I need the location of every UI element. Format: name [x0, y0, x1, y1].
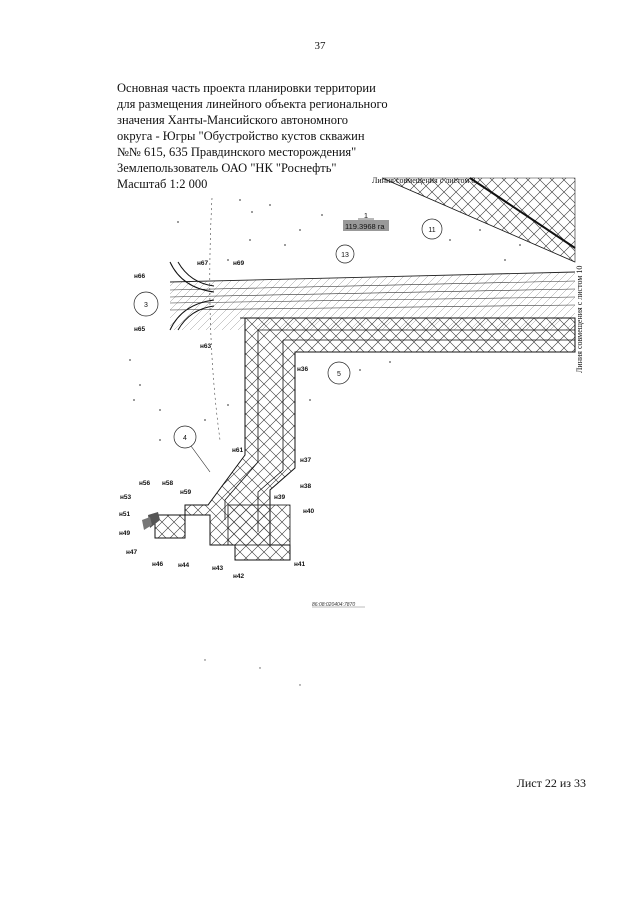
header-line: округа - Югры "Обустройство кустов скваж…: [117, 129, 365, 143]
point-label: н67: [197, 260, 209, 267]
header-line: для размещения линейного объекта региона…: [117, 97, 388, 111]
header-line: №№ 615, 635 Правдинского месторождения": [117, 145, 357, 159]
parcel-number: 1: [364, 211, 368, 220]
point-label: н40: [303, 508, 315, 515]
circle-number: 5: [337, 371, 341, 378]
boundary-line: [381, 177, 576, 263]
header-line: Основная часть проекта планировки террит…: [117, 81, 376, 95]
point-label: н41: [294, 561, 306, 568]
point-label: н58: [162, 480, 174, 487]
boundary-line: [469, 177, 576, 249]
point-label: н65: [134, 326, 146, 333]
document-header: Основная часть проекта планировки террит…: [117, 80, 417, 192]
point-label: н39: [274, 494, 286, 501]
cadastral-number: 86:08:020404:7870: [312, 602, 355, 608]
circle-number: 3: [144, 302, 148, 309]
corridor-band: [170, 272, 575, 330]
point-label: н61: [232, 447, 244, 454]
point-label: н59: [180, 489, 192, 496]
match-line-top: Линия совмещения с листом 8: [372, 176, 475, 185]
point-label: н47: [126, 549, 138, 556]
sheet-footer: Лист 22 из 33: [516, 776, 586, 790]
point-label: н43: [212, 565, 224, 572]
point-label: н37: [300, 457, 312, 464]
point-label: н69: [233, 260, 245, 267]
header-line: значения Ханты-Мансийского автономного: [117, 113, 349, 127]
header-line: Масштаб 1:2 000: [117, 177, 208, 191]
point-label: н36: [297, 366, 309, 373]
hatched-plot-main: [154, 317, 576, 561]
point-label: н51: [119, 511, 131, 518]
header-line: Землепользователь ОАО "НК "Роснефть": [117, 161, 337, 175]
dashed-boundary: [209, 197, 221, 441]
circle-number: 4: [183, 435, 187, 442]
point-label: н49: [119, 530, 131, 537]
point-label: н38: [300, 483, 312, 490]
point-label: н46: [152, 561, 164, 568]
point-label: н66: [134, 273, 146, 280]
circle-number: 13: [341, 252, 349, 259]
circle-number: 11: [428, 227, 435, 234]
page-number: 37: [314, 40, 326, 52]
match-line-right: Линия совмещения с листом 10: [575, 266, 584, 373]
point-label: н56: [139, 480, 151, 487]
parcel-area: 119.3968 га: [345, 222, 385, 231]
point-label: н42: [233, 573, 245, 580]
point-label: н63: [200, 343, 212, 350]
point-label: н44: [178, 562, 190, 569]
survey-marks: [129, 199, 521, 686]
point-label: н53: [120, 494, 132, 501]
